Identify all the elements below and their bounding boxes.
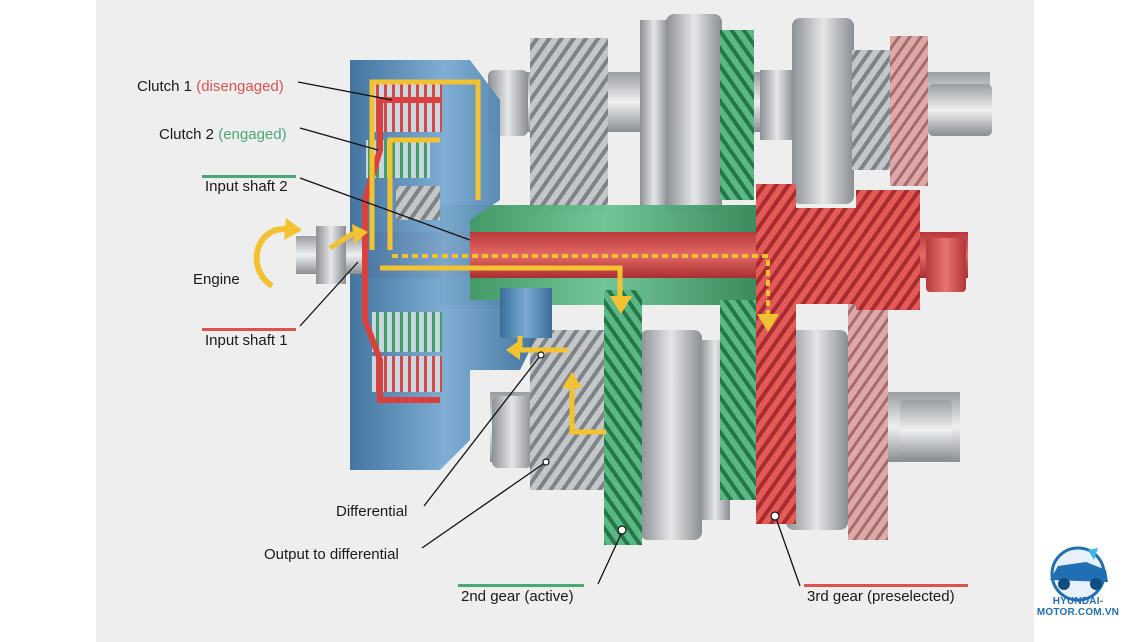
input-shaft-1-underline [202,328,296,331]
engine-rotation-arrowhead [284,218,302,240]
label-3rd-gear: 3rd gear (preselected) [807,588,955,605]
label-clutch-2: Clutch 2 (engaged) [159,126,287,144]
clutch-housing [296,60,552,470]
preselect-dashed-flow [392,254,770,318]
flow-arrowhead-gear3 [757,314,779,332]
clutch-1-name: Clutch 1 [137,78,193,95]
flow-arrowhead-input [352,224,368,244]
differential-marker [537,351,545,359]
clutch-2-name: Clutch 2 [159,126,215,143]
flow-arrowhead-gear2 [610,296,632,314]
clutch-1-red-path [362,97,440,403]
label-input-shaft-1: Input shaft 1 [205,332,288,349]
flow-arrowhead-output [562,372,582,388]
clutch-2-state: (engaged) [218,126,287,143]
watermark-text: HYUNDAI-MOTOR.COM.VN [1036,596,1120,618]
label-engine: Engine [193,271,240,288]
label-2nd-gear: 2nd gear (active) [461,588,574,605]
label-output-to-differential: Output to differential [264,546,399,563]
label-differential: Differential [336,503,408,520]
flow-arrowhead-differential [506,340,520,360]
label-input-shaft-2: Input shaft 2 [205,178,288,195]
watermark-logo [1050,546,1108,602]
input-shaft-2-underline [202,175,296,178]
engine-rotation-arrow [253,225,291,289]
leader-lines [297,81,801,587]
gear3-marker [770,511,780,521]
clutch-1-state: (disengaged) [196,78,284,95]
upper-shaft [488,14,992,214]
label-clutch-1: Clutch 1 (disengaged) [137,78,284,96]
gear2-underline [458,584,584,587]
input-shaft-1-body [360,184,968,524]
gear2-marker [617,525,627,535]
output-marker [542,458,550,466]
gear3-underline [804,584,968,587]
